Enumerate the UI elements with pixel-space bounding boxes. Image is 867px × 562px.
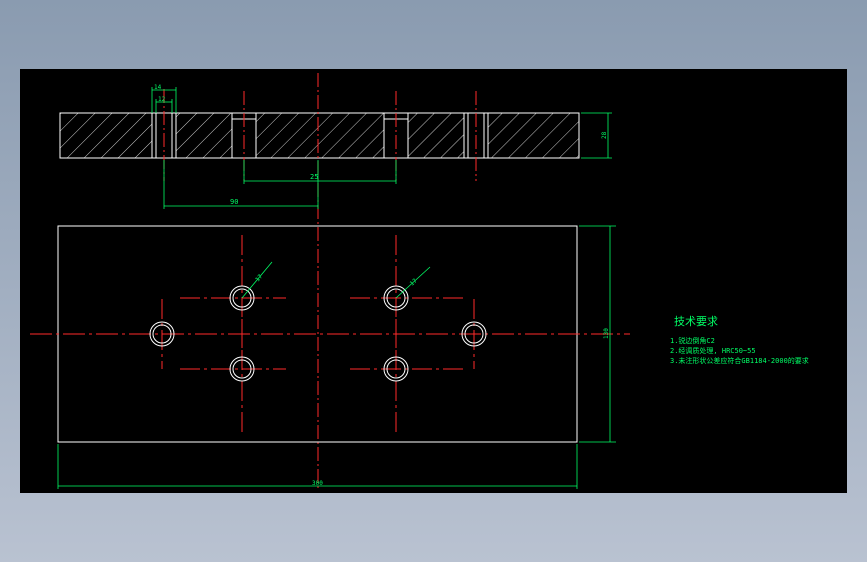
dim-300: 300 [312, 480, 323, 487]
hole-dim-left: 17 [254, 273, 264, 283]
tech-line-1: 1.锐边倒角C2 [670, 336, 715, 345]
section-view: 25 90 14 12 28 [59, 73, 612, 489]
dim-14: 14 [154, 84, 162, 91]
hole-dim-right: 17 [409, 277, 419, 287]
tech-line-3: 3.未注形状公差应符合GB1184-2000的要求 [670, 356, 809, 365]
dim-28: 28 [601, 131, 608, 139]
tech-title: 技术要求 [674, 315, 718, 328]
tech-line-2: 2.经调质处理, HRC50~55 [670, 346, 756, 355]
dim-25: 25 [310, 173, 318, 181]
plan-view: 17 17 300 130 [30, 225, 630, 489]
dim-90: 90 [230, 198, 238, 206]
cad-drawing: 25 90 14 12 28 [30, 73, 809, 489]
dim-130: 130 [603, 328, 610, 339]
drawing-canvas[interactable]: 25 90 14 12 28 [20, 69, 847, 493]
dim-12: 12 [158, 96, 166, 103]
tech-requirements: 技术要求 1.锐边倒角C2 2.经调质处理, HRC50~55 3.未注形状公差… [670, 315, 809, 365]
